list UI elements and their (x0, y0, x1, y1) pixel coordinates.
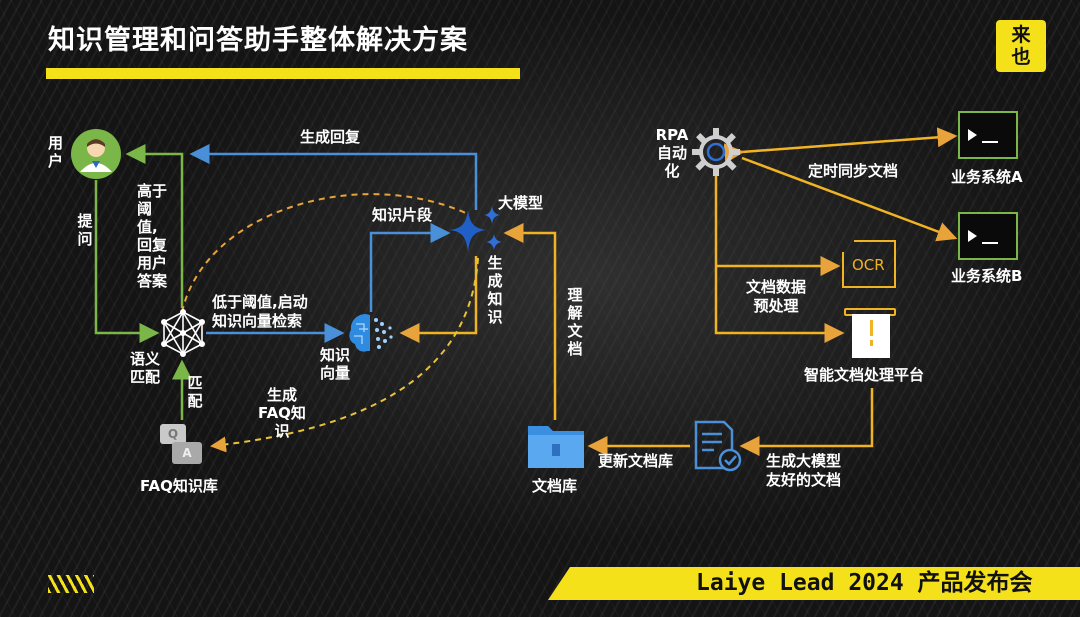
edge-knowledge-fragment (369, 223, 451, 312)
llm-sparkle-icon (450, 206, 502, 252)
edge-faq-curve-top (181, 193, 469, 313)
knowledge-vector-label: 知识 向量 (320, 346, 351, 382)
system-b-label: 业务系统B (951, 267, 1023, 285)
edge-understand-docs (503, 223, 557, 420)
low-threshold-label: 低于阈值,启动 知识向量检索 (212, 293, 308, 330)
generate-faq-label: 生成 FAQ知 识 (258, 386, 306, 440)
knowledge-vector-brain-icon (349, 314, 393, 352)
rpa-label: RPA 自动 化 (655, 126, 689, 180)
generate-reply-label: 生成回复 (300, 128, 361, 146)
rpa-gear-icon (692, 128, 740, 176)
llm-label: 大模型 (498, 194, 544, 212)
footer-event-title: Laiye Lead 2024 产品发布会 (696, 570, 1033, 596)
semantic-network-icon (161, 309, 205, 357)
understand-docs-label: 理解文档 (567, 286, 583, 358)
doc-library-label: 文档库 (532, 477, 578, 495)
edge-generate-knowledge (399, 256, 478, 343)
generate-knowledge-label: 生成知识 (487, 254, 503, 326)
ocr-label: OCR (852, 256, 885, 274)
footer-bar (548, 567, 1080, 600)
faq-question-bubble-icon: Q (160, 424, 186, 444)
edge-generate-reply (189, 144, 478, 210)
faq-answer-bubble-icon: A (172, 442, 202, 464)
system-b-terminal-icon (958, 212, 1018, 260)
friendly-document-icon (694, 420, 742, 472)
edge-preprocess (714, 176, 845, 343)
preprocess-label: 文档数据 预处理 (746, 278, 807, 315)
semantic-match-label: 语义 匹配 (130, 350, 161, 386)
match-label: 匹配 (187, 374, 203, 410)
edge-sync-system-b (741, 156, 958, 242)
ask-label: 提问 (77, 212, 93, 248)
page-title: 知识管理和问答助手整体解决方案 (48, 25, 468, 56)
high-threshold-label: 高于 阈值, 回复 用户 答案 (137, 182, 168, 290)
edge-sync-system-a (723, 127, 958, 164)
platform-document-icon (852, 314, 890, 358)
user-avatar-icon (71, 129, 121, 179)
edge-generate-faq (210, 257, 479, 453)
system-a-label: 业务系统A (951, 168, 1023, 186)
edge-llm-friendly-doc (739, 388, 874, 456)
knowledge-fragment-label: 知识片段 (372, 206, 433, 224)
edge-high-threshold-reply (125, 144, 184, 308)
sync-docs-label: 定时同步文档 (808, 162, 899, 180)
title-underline (46, 68, 520, 79)
faq-db-label: FAQ知识库 (140, 477, 218, 495)
update-library-label: 更新文档库 (598, 452, 674, 470)
system-a-terminal-icon (958, 111, 1018, 159)
laiye-logo: 来 也 (996, 20, 1046, 72)
edge-ask (94, 180, 160, 343)
footer-stripes (48, 575, 94, 593)
platform-label: 智能文档处理平台 (804, 366, 925, 384)
user-label: 用户 (48, 134, 64, 170)
ocr-frame-icon (842, 240, 896, 288)
doc-library-folder-icon (528, 426, 584, 468)
llm-friendly-label: 生成大模型 友好的文档 (766, 452, 842, 489)
